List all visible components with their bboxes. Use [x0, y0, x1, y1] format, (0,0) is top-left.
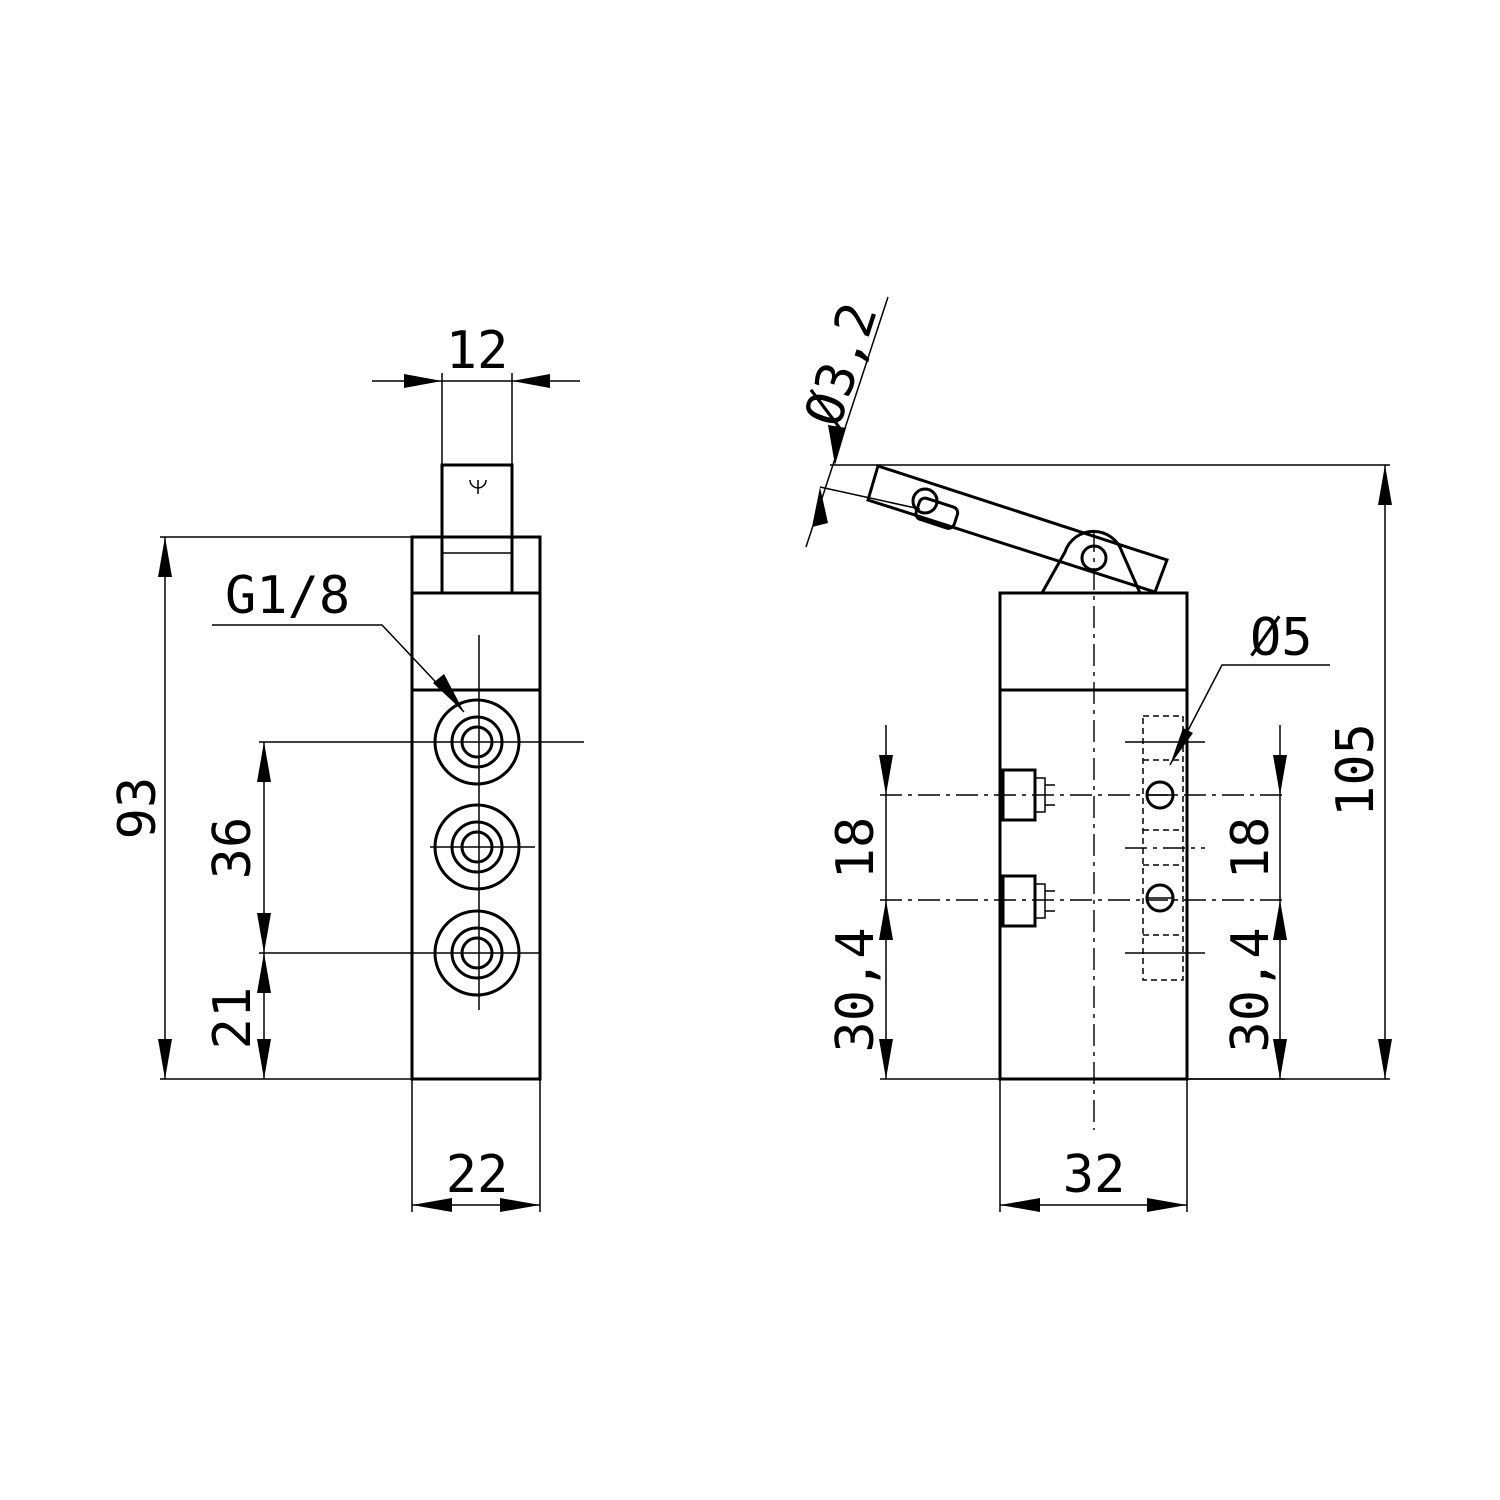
port-3: [433, 909, 521, 997]
thread-callout: G1/8: [212, 566, 465, 713]
label-21: 21: [203, 987, 263, 1050]
label-22: 22: [446, 1145, 509, 1205]
port-1: [433, 698, 521, 786]
dim-12: 12: [372, 321, 580, 465]
left-view: 12 G1/8 93 36 21: [108, 321, 584, 1212]
label-105: 105: [1326, 723, 1386, 817]
dim-32: 32: [999, 1079, 1188, 1212]
label-12: 12: [446, 321, 509, 381]
label-30-4-right: 30,4: [1221, 927, 1281, 1052]
label-18-right: 18: [1221, 817, 1281, 880]
label-30-4-left: 30,4: [826, 927, 886, 1052]
dim-right-side: 18 30,4: [1187, 725, 1287, 1080]
mounting-hole-lower: [1145, 883, 1175, 913]
left-plunger: [440, 463, 514, 595]
lever-arm: [866, 464, 1169, 594]
dim-hole-diameter: Ø5: [1169, 608, 1330, 766]
port-2: [433, 803, 521, 891]
dim-36: 36: [203, 742, 271, 953]
dim-left-side: 18 30,4: [826, 725, 1000, 1080]
label-hole-diameter: Ø5: [1250, 608, 1313, 668]
fitting-lower-left: [1001, 874, 1055, 928]
dim-93: 93: [108, 536, 412, 1080]
dim-22: 22: [411, 1079, 541, 1212]
lever-pin-slot: [914, 496, 960, 530]
label-36: 36: [203, 817, 263, 880]
dim-105: 105: [878, 464, 1392, 1080]
label-32: 32: [1063, 1145, 1126, 1205]
label-18-left: 18: [826, 817, 886, 880]
label-93: 93: [108, 777, 168, 840]
left-plunger-pin: [469, 479, 487, 494]
right-view: Ø3,2 Ø5 105 18 30,4: [794, 296, 1392, 1212]
left-body: [410, 535, 542, 1081]
dim-21: 21: [203, 953, 271, 1079]
label-pin-diameter: Ø3,2: [794, 296, 890, 434]
label-g18: G1/8: [225, 566, 350, 626]
